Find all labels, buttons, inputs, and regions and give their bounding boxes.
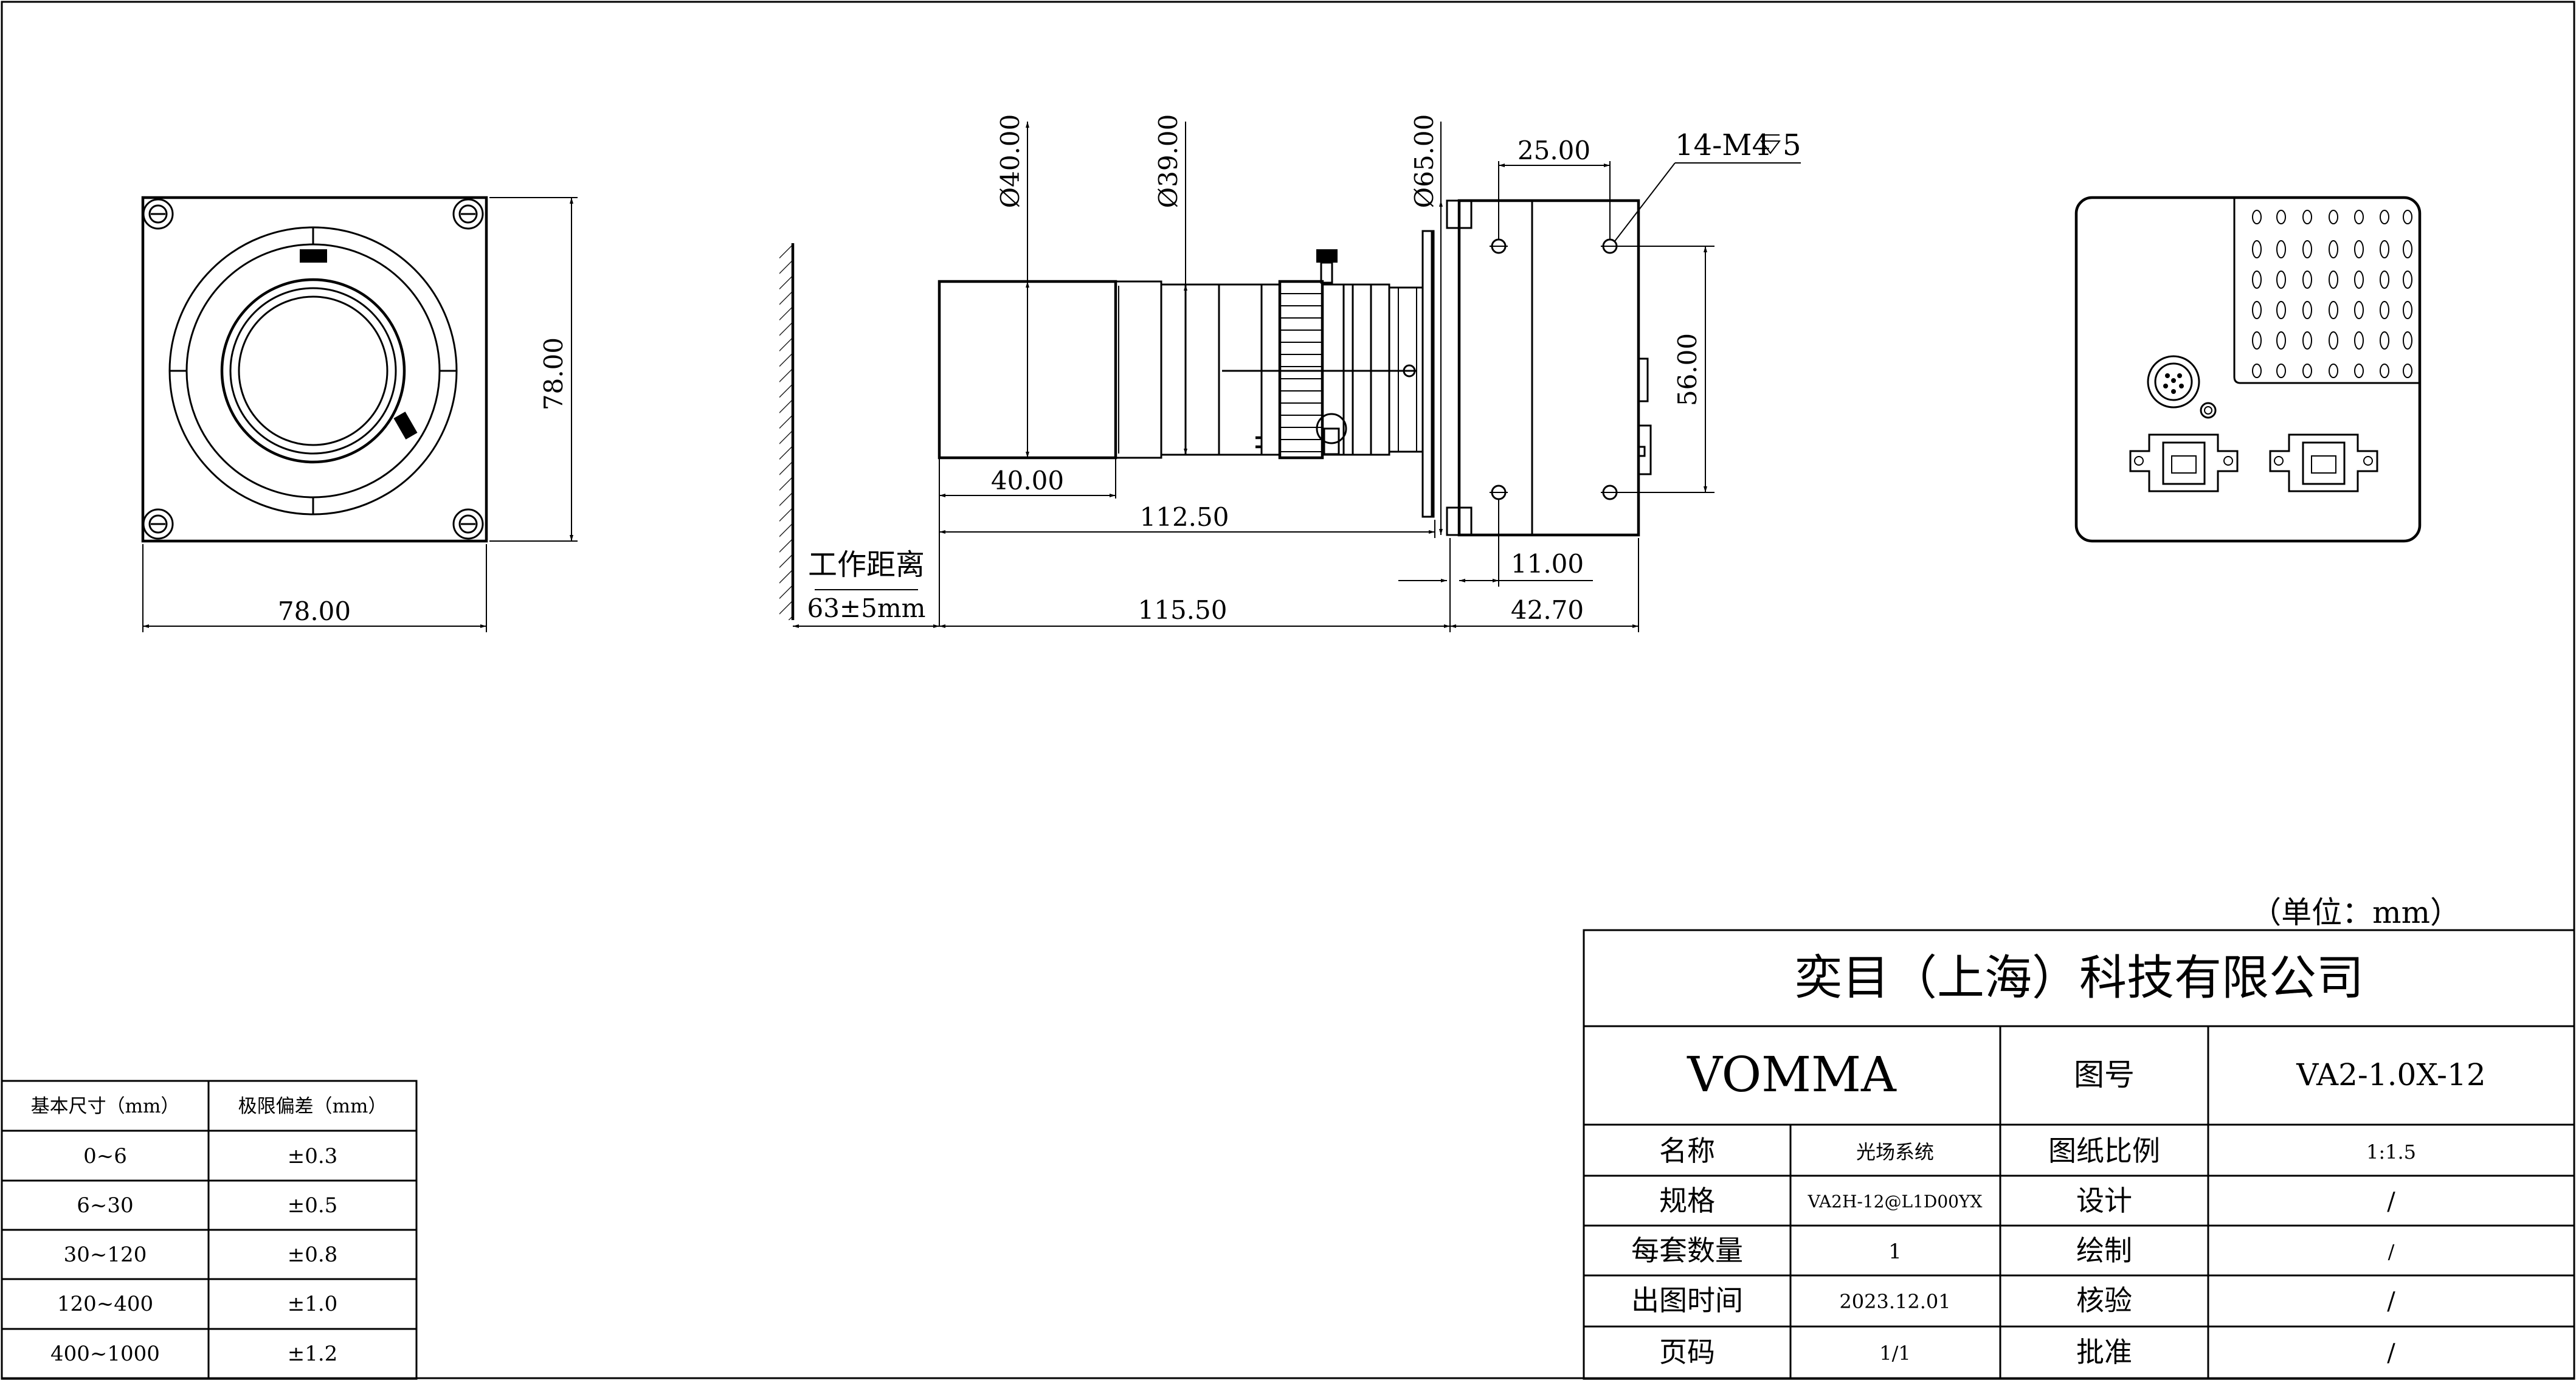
lock-screw-icon: [1316, 249, 1347, 455]
depth-symbol-icon: [1760, 134, 1781, 154]
width-42-dim: 42.70: [1511, 595, 1584, 625]
field-label: 页码: [1659, 1336, 1715, 1368]
tolerance-range: 120~400: [57, 1292, 153, 1316]
field-label: 设计: [2076, 1184, 2132, 1217]
unit-note: （单位：mm）: [2251, 895, 2460, 930]
field-label: 核验: [2076, 1284, 2132, 1317]
field-value: /: [2387, 1288, 2395, 1316]
height-56-dim: 56.00: [1673, 333, 1702, 406]
power-connector-icon: [2147, 355, 2217, 419]
length-112-dim: 112.50: [1140, 502, 1229, 532]
length-115-dim: 115.50: [1138, 595, 1228, 625]
usb-port-icon: [2129, 433, 2239, 492]
field-label: 绘制: [2076, 1234, 2132, 1267]
tolerance-value: ±1.0: [288, 1292, 338, 1316]
field-label: 批准: [2076, 1336, 2132, 1368]
tolerance-range: 0~6: [83, 1144, 127, 1168]
focus-ring: [1278, 280, 1324, 460]
field-value: 1:1.5: [2366, 1140, 2416, 1164]
tolerance-value: ±0.8: [288, 1243, 338, 1267]
width-25-dim: 25.00: [1518, 136, 1590, 165]
camera-body: [1457, 199, 1640, 537]
front-height-dim: 78.00: [539, 337, 568, 410]
length-40-dim: 40.00: [991, 466, 1064, 495]
vent-grid: [2252, 210, 2412, 378]
thread-depth: 5: [1783, 128, 1801, 162]
field-value: VA2H-12@L1D00YX: [1808, 1192, 1983, 1212]
work-distance-label: 工作距离: [808, 548, 925, 582]
drawing-number-label: 图号: [2074, 1057, 2135, 1092]
field-value: 1: [1888, 1240, 1902, 1264]
field-value: /: [2387, 1188, 2395, 1216]
field-label: 每套数量: [1631, 1234, 1743, 1267]
field-label: 名称: [1659, 1134, 1715, 1167]
diameter-40-dim: Ø40.00: [995, 114, 1025, 209]
title-block: （单位：mm） 奕目（上海）科技有限公司 VOMMA 图号 VA2-1.0X-1…: [1583, 895, 2575, 1380]
field-value: /: [2387, 1339, 2395, 1367]
diameter-39-dim: Ø39.00: [1153, 114, 1183, 209]
field-value: 2023.12.01: [1839, 1290, 1950, 1313]
tolerance-value: ±0.5: [288, 1193, 338, 1218]
field-value: /: [2388, 1240, 2395, 1263]
field-label: 规格: [1659, 1184, 1715, 1217]
tolerance-header-size: 基本尺寸（mm）: [31, 1095, 180, 1117]
field-value: 光场系统: [1856, 1140, 1934, 1164]
brand-name: VOMMA: [1687, 1046, 1897, 1103]
thread-spec: 14-M4: [1675, 128, 1770, 162]
lens-mount-ring: [168, 226, 458, 516]
work-distance-value: 63±5mm: [807, 593, 925, 623]
field-label: 图纸比例: [2048, 1134, 2160, 1167]
company-name: 奕目（上海）科技有限公司: [1795, 951, 2364, 1006]
drawing-number: VA2-1.0X-12: [2296, 1057, 2485, 1092]
tolerance-header-deviation: 极限偏差（mm）: [238, 1095, 387, 1117]
tolerance-value: ±0.3: [288, 1144, 338, 1168]
front-width-dim: 78.00: [278, 596, 351, 626]
front-view: 78.00 78.00: [141, 196, 578, 632]
diameter-65-dim: Ø65.00: [1409, 114, 1439, 209]
field-label: 出图时间: [1631, 1284, 1743, 1317]
tolerance-table: 基本尺寸（mm） 极限偏差（mm） 0~6 ±0.3 6~30 ±0.5 30~…: [1, 1080, 418, 1380]
usb-port-icon: [2269, 433, 2378, 492]
field-value: 1/1: [1879, 1342, 1911, 1365]
tolerance-range: 6~30: [77, 1193, 133, 1218]
side-view: Ø40.00 Ø39.00 Ø65.00 40.00 112.50 115.50…: [779, 114, 1801, 632]
rear-view: [2074, 196, 2422, 543]
width-11-dim: 11.00: [1511, 549, 1584, 579]
corner-screw-icon: [142, 198, 484, 540]
tolerance-range: 400~1000: [50, 1342, 160, 1366]
tolerance-value: ±1.2: [288, 1342, 338, 1366]
tolerance-range: 30~120: [64, 1243, 147, 1267]
